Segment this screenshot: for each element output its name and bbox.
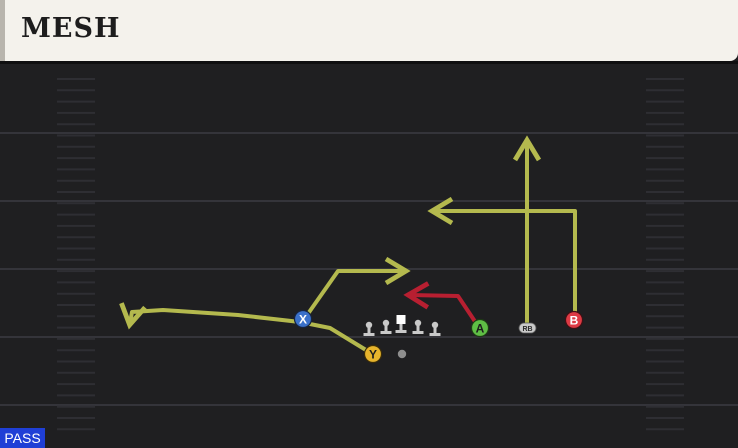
- b-corner-route: [434, 211, 577, 320]
- play-header: MESH: [0, 0, 738, 61]
- player-y-marker[interactable]: [363, 344, 383, 364]
- lineman-icon: [429, 321, 441, 336]
- header-accent: [0, 0, 5, 61]
- y-wheel-route: [130, 310, 368, 352]
- offensive-line: [363, 315, 441, 336]
- lineman-icon: [380, 319, 392, 334]
- hash-marks-right: [646, 78, 684, 431]
- hash-marks-left: [57, 78, 95, 431]
- lineman-icon: [363, 321, 375, 336]
- x-drag-route: [303, 271, 404, 320]
- player-x[interactable]: X: [293, 309, 313, 329]
- player-rb[interactable]: RB: [518, 322, 537, 334]
- header-shadow: [0, 61, 738, 64]
- player-a-marker[interactable]: [470, 318, 490, 338]
- center-icon: [395, 315, 407, 333]
- player-b-label: B: [570, 314, 579, 328]
- player-b[interactable]: B: [564, 310, 584, 330]
- field-surface: [0, 64, 738, 448]
- quarterback-marker: [397, 349, 407, 359]
- a-option-route: [410, 295, 480, 328]
- player-x-marker[interactable]: [293, 309, 313, 329]
- lineman-icon: [412, 319, 424, 334]
- play-title: MESH: [21, 13, 121, 44]
- player-y-label: Y: [369, 348, 377, 362]
- player-a[interactable]: A: [470, 318, 490, 338]
- player-b-marker[interactable]: [564, 310, 584, 330]
- player-rb-marker[interactable]: [518, 322, 537, 334]
- player-rb-label: RB: [522, 326, 532, 333]
- play-diagram-field: X Y A B RB: [0, 64, 738, 448]
- player-x-label: X: [299, 313, 307, 327]
- player-y[interactable]: Y: [363, 344, 383, 364]
- play-type-badge: PASS: [0, 428, 45, 448]
- player-a-label: A: [476, 322, 485, 336]
- yard-lines: [0, 132, 738, 406]
